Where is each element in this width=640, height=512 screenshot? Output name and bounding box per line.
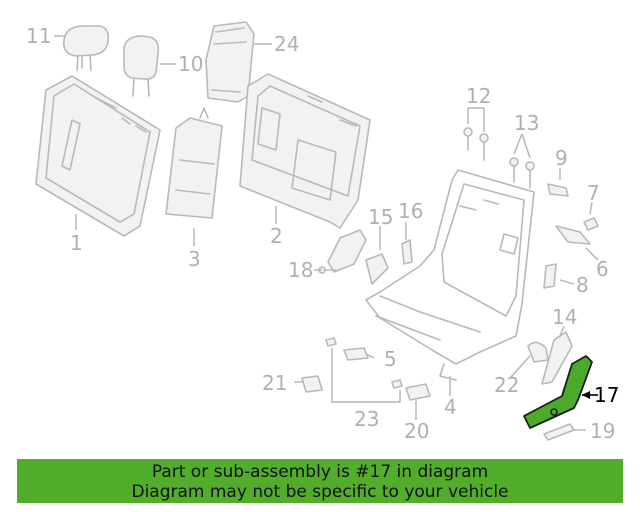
label-4: 4 <box>444 395 457 419</box>
label-5: 5 <box>384 347 397 371</box>
label-20: 20 <box>404 419 429 443</box>
label-14: 14 <box>552 305 577 329</box>
label-22: 22 <box>494 373 519 397</box>
label-6: 6 <box>596 257 609 281</box>
part-23-clips <box>325 337 403 389</box>
label-24: 24 <box>274 32 299 56</box>
part-15-bracket <box>327 229 367 273</box>
label-17: 17 <box>594 383 619 407</box>
label-3: 3 <box>188 247 201 271</box>
part-1-seatback <box>35 75 161 237</box>
part-13-bolts <box>509 157 535 189</box>
banner-line-1: Part or sub-assembly is #17 in diagram <box>151 462 489 482</box>
label-18: 18 <box>288 258 313 282</box>
label-21: 21 <box>262 371 287 395</box>
part-6-bracket <box>555 225 591 245</box>
part-14-trim <box>541 331 573 385</box>
part-10-headrest <box>123 35 160 97</box>
label-11: 11 <box>26 24 51 48</box>
label-23: 23 <box>354 407 379 431</box>
label-8: 8 <box>576 273 589 297</box>
part-22-cover <box>527 341 549 363</box>
parts-diagram: 11 10 24 1 3 2 12 13 9 7 6 8 14 15 16 18… <box>26 21 619 443</box>
part-20-bracket <box>405 383 431 401</box>
label-9: 9 <box>555 146 568 170</box>
label-19: 19 <box>590 419 615 443</box>
part-7-clip <box>583 217 599 231</box>
part-3-pad <box>165 107 223 219</box>
info-banner: Part or sub-assembly is #17 in diagram D… <box>17 459 623 503</box>
part-5-bracket <box>343 347 369 361</box>
part-16-bracket <box>365 239 413 285</box>
banner-line-2: Diagram may not be specific to your vehi… <box>131 482 509 502</box>
part-11-headrest <box>62 25 110 71</box>
part-24-armrest <box>205 21 255 103</box>
part-8-trim <box>543 263 557 289</box>
label-7: 7 <box>587 181 600 205</box>
part-9-cover <box>547 183 569 197</box>
label-1: 1 <box>70 231 83 255</box>
part-17-highlighted <box>523 355 598 429</box>
leader-lines <box>54 35 599 431</box>
label-15: 15 <box>368 205 393 229</box>
label-10: 10 <box>178 52 203 76</box>
part-19-pad <box>543 423 575 441</box>
callout-labels: 11 10 24 1 3 2 12 13 9 7 6 8 14 15 16 18… <box>26 24 619 443</box>
label-16: 16 <box>398 199 423 223</box>
part-21-bracket <box>301 375 323 393</box>
label-2: 2 <box>270 224 283 248</box>
label-12: 12 <box>466 84 491 108</box>
part-2-seatback <box>239 73 371 229</box>
part-12-bolts <box>463 127 489 161</box>
label-13: 13 <box>514 111 539 135</box>
